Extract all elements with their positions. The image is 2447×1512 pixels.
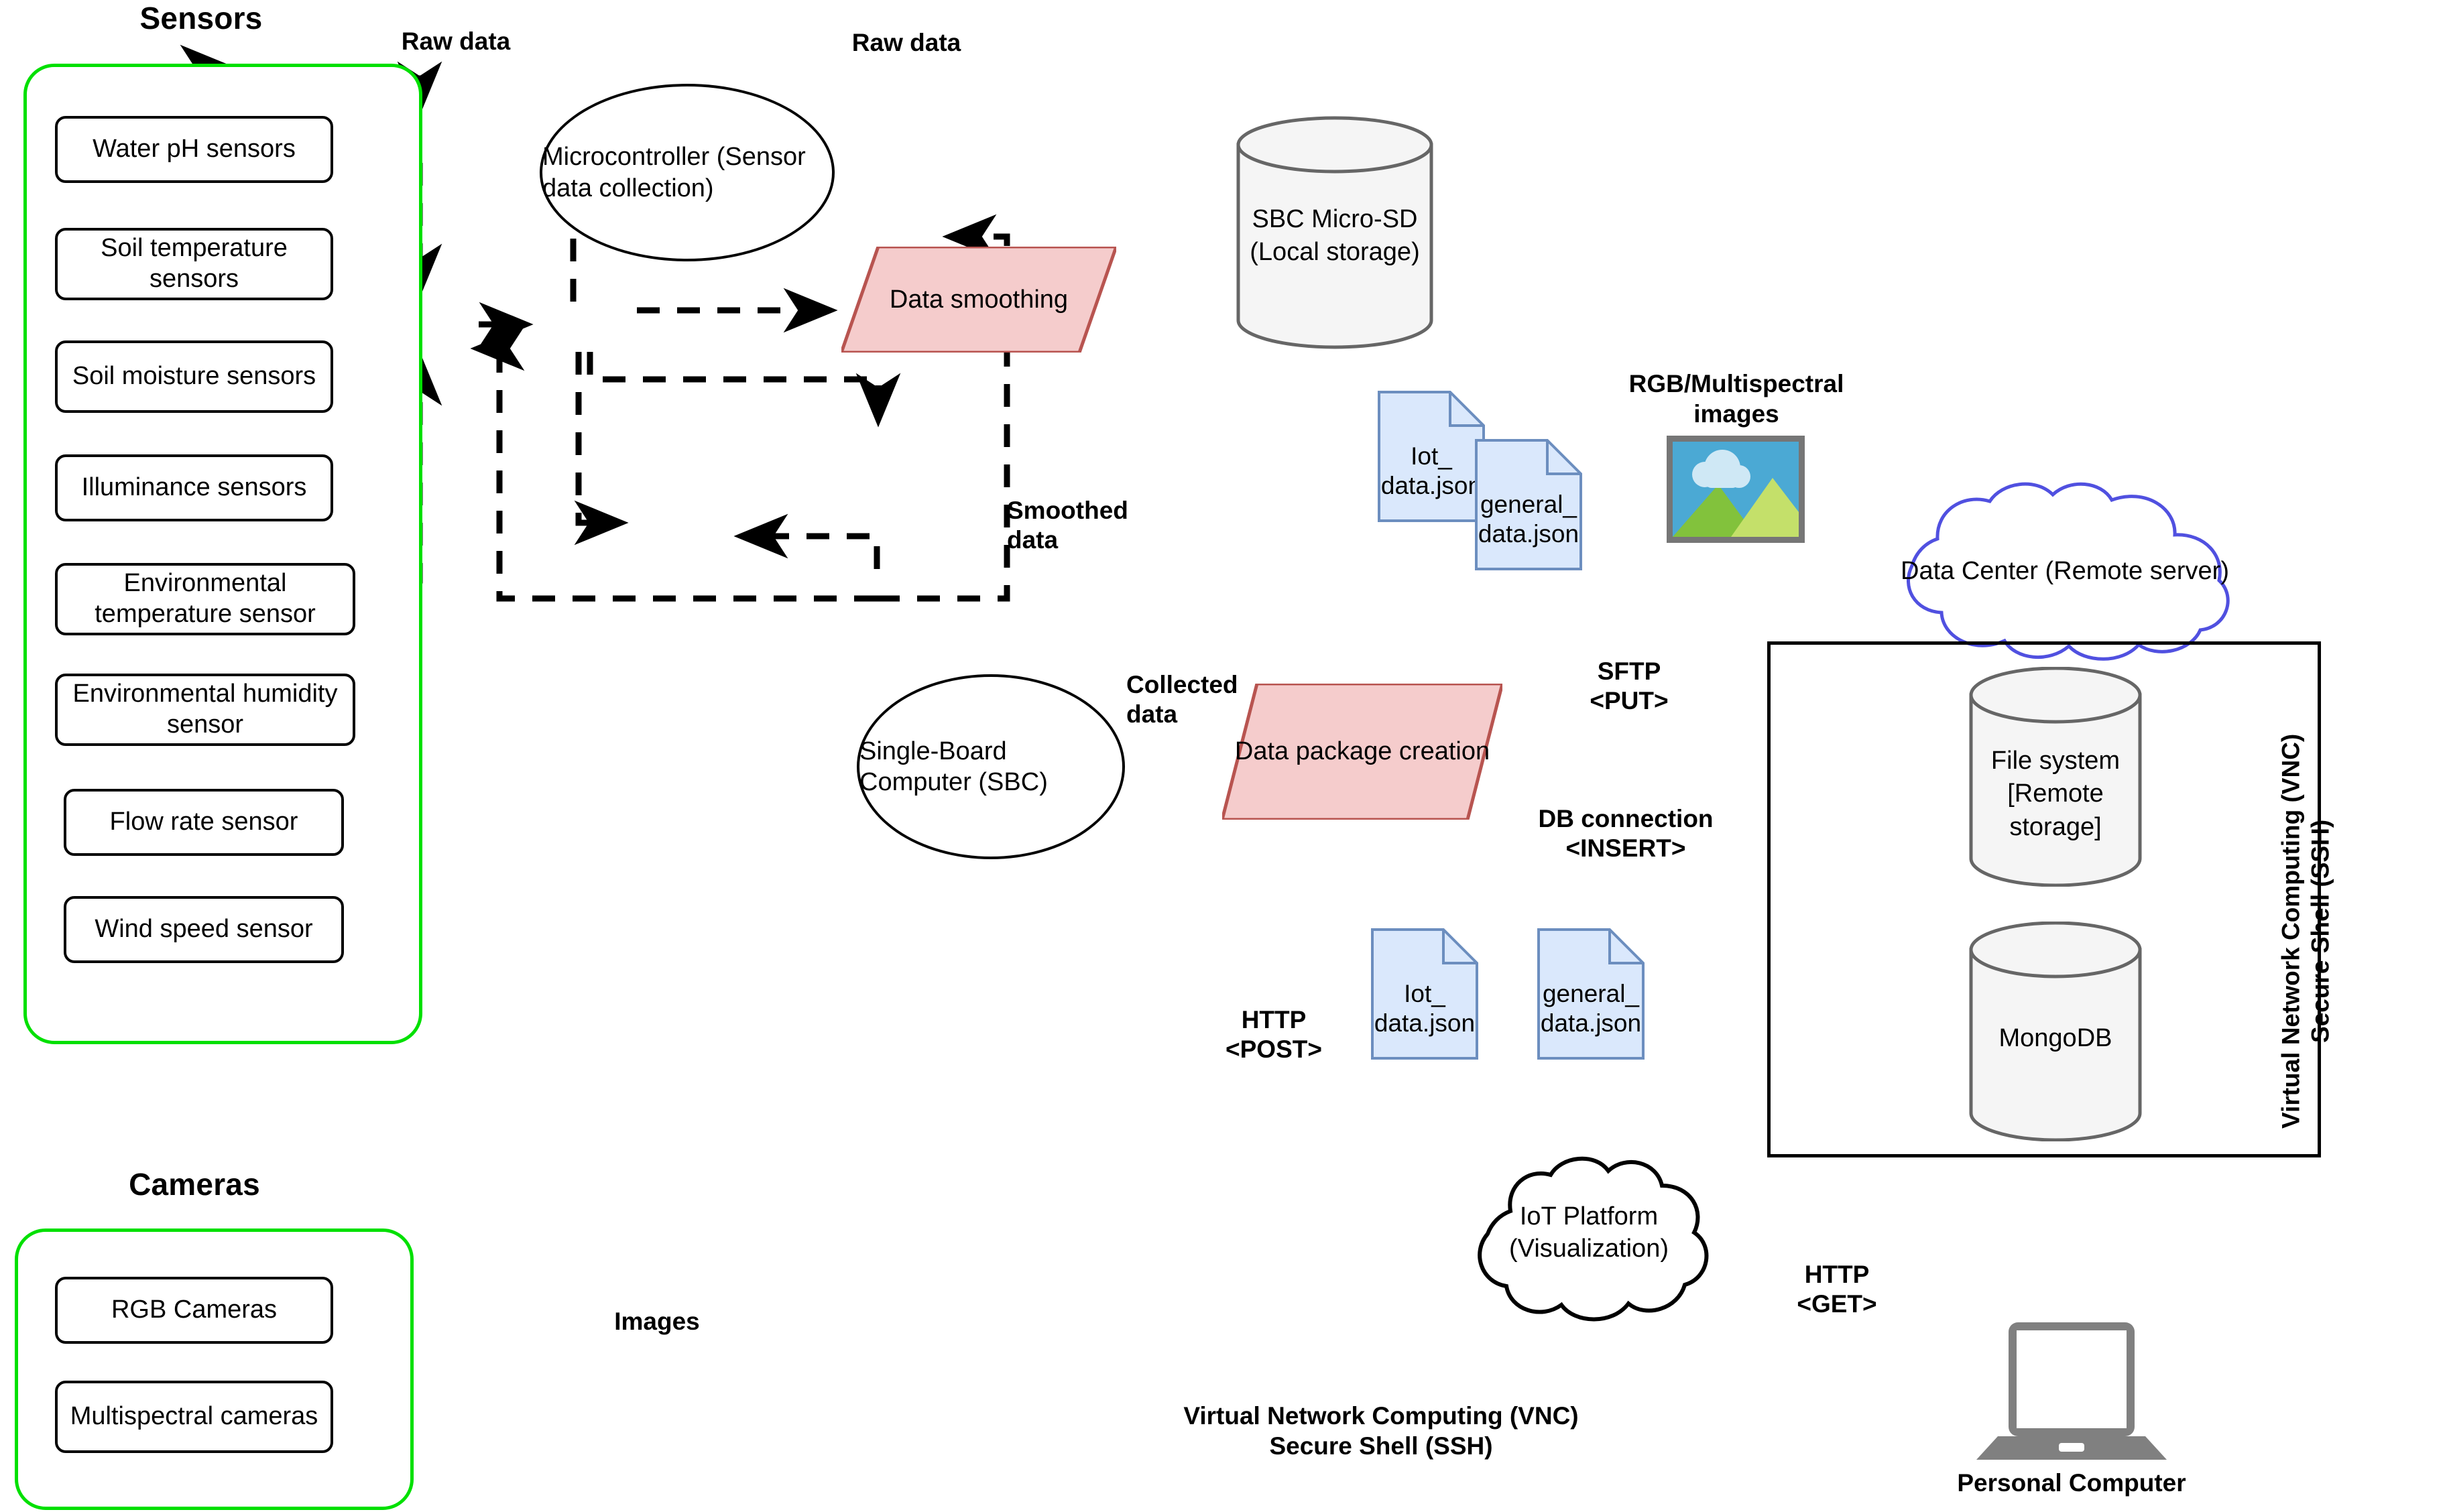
sensor-item-soil-temperature[interactable]: Soil temperature sensors: [55, 228, 333, 300]
sbc-node[interactable]: Single-Board Computer (SBC): [857, 674, 1125, 859]
edge-label-vnc-ssh-bottom: Virtual Network Computing (VNC) Secure S…: [1183, 1402, 1579, 1460]
data-smoothing-node[interactable]: Data smoothing: [841, 247, 1116, 353]
camera-item-label: RGB Cameras: [111, 1296, 278, 1324]
doc-iot-data-bottom[interactable]: Iot_ data.json: [1371, 928, 1478, 1060]
sensor-item-environmental-humidity[interactable]: Environmental humidity sensor: [55, 674, 355, 746]
doc-iot-data-top[interactable]: Iot_ data.json: [1378, 391, 1485, 522]
doc-label: general_ data.json: [1540, 979, 1642, 1037]
edge-label-images: Images: [614, 1308, 700, 1335]
sbc-microsd-node[interactable]: SBC Micro-SD (Local storage): [1236, 115, 1434, 350]
edge-label-raw-data-1: Raw data: [401, 27, 511, 55]
edge-pc-to-iot: [733, 513, 880, 569]
parallelogram-shape: [1222, 684, 1502, 820]
sensor-item-label: Soil temperature sensors: [101, 234, 288, 293]
doc-general-data-top[interactable]: general_ data.json: [1475, 439, 1582, 570]
iot-platform-node[interactable]: IoT Platform (Visualization): [1458, 1156, 1720, 1327]
json-file-icon: [1475, 439, 1582, 570]
sensor-item-label: Illuminance sensors: [81, 473, 307, 502]
edge-label-sftp-put: SFTP <PUT>: [1590, 657, 1669, 715]
camera-item-rgb[interactable]: RGB Cameras: [55, 1277, 333, 1344]
mongodb-label: MongoDB: [1998, 1024, 2112, 1053]
cloud-shape: [1478, 1156, 1709, 1322]
mongodb-node[interactable]: MongoDB: [1968, 922, 2143, 1141]
microcontroller-label: Microcontroller (Sensor data collection): [542, 143, 806, 202]
sensor-item-label: Soil moisture sensors: [72, 362, 316, 391]
doc-label: Iot_ data.json: [1374, 979, 1476, 1037]
sensor-item-wind-speed[interactable]: Wind speed sensor: [64, 896, 344, 963]
cylinder-shape: [1236, 116, 1433, 349]
sensor-item-label: Flow rate sensor: [109, 808, 298, 836]
json-file-icon: [1537, 928, 1645, 1060]
rgb-multispectral-caption: RGB/Multispectral images: [1628, 370, 1844, 428]
sensor-item-soil-moisture[interactable]: Soil moisture sensors: [55, 340, 333, 413]
sensors-group-title: Sensors: [139, 1, 263, 36]
sensor-item-illuminance[interactable]: Illuminance sensors: [55, 454, 333, 521]
camera-item-multispectral[interactable]: Multispectral cameras: [55, 1381, 333, 1453]
cylinder-shape: [1969, 922, 2142, 1141]
sensor-item-label: Water pH sensors: [93, 135, 296, 164]
microcontroller-node[interactable]: Microcontroller (Sensor data collection): [540, 84, 835, 261]
image-thumbnail-icon: [1667, 436, 1805, 543]
edge-label-vnc-ssh-right: Virtual Network Computing (VNC) Secure S…: [2277, 733, 2334, 1129]
camera-item-label: Multispectral cameras: [70, 1402, 318, 1431]
edge-label-collected-data: Collected data: [1126, 671, 1238, 729]
file-system-node[interactable]: File system [Remote storage]: [1968, 667, 2143, 887]
doc-general-data-bottom[interactable]: general_ data.json: [1537, 928, 1645, 1060]
cylinder-shape: [1969, 667, 2142, 887]
personal-computer-caption: Personal Computer: [1957, 1469, 2186, 1497]
edge-label-http-post: HTTP <POST>: [1226, 1006, 1322, 1064]
cameras-group-box: [15, 1228, 414, 1510]
sensor-item-label: Wind speed sensor: [95, 915, 313, 944]
data-smoothing-label: Data smoothing: [889, 285, 1069, 314]
sbc-label: Single-Board Computer (SBC): [859, 737, 1048, 796]
data-package-creation-node[interactable]: Data package creation: [1222, 684, 1502, 820]
laptop-icon: [1976, 1322, 2167, 1460]
data-center-frame: [1767, 641, 2321, 1157]
sensor-item-label: Environmental humidity sensor: [72, 680, 338, 739]
sbc-microsd-label: SBC Micro-SD (Local storage): [1250, 204, 1420, 266]
personal-computer-node[interactable]: [1971, 1322, 2172, 1463]
data-package-creation-label: Data package creation: [1234, 737, 1490, 766]
sensor-item-label: Environmental temperature sensor: [95, 569, 316, 628]
file-system-label: File system [Remote storage]: [1990, 746, 2121, 841]
data-center-label: Data Center (Remote server): [1901, 557, 2229, 586]
sensor-item-water-ph[interactable]: Water pH sensors: [55, 116, 333, 183]
cloud-shape: [1907, 482, 2230, 661]
iot-platform-label: IoT Platform (Visualization): [1509, 1202, 1669, 1263]
sensors-group-box: [23, 64, 422, 1044]
sensor-item-environmental-temperature[interactable]: Environmental temperature sensor: [55, 563, 355, 635]
edge-package-to-mongodb: [587, 352, 901, 428]
edge-datacenter-to-sbc: [470, 326, 877, 602]
edge-package-to-iot: [574, 352, 629, 546]
sensor-item-flow-rate[interactable]: Flow rate sensor: [64, 789, 344, 856]
picture-icon: [1667, 436, 1805, 543]
doc-label: Iot_ data.json: [1380, 442, 1482, 499]
edge-label-smoothed-data: Smoothed data: [1007, 497, 1128, 554]
edge-label-http-get: HTTP <GET>: [1797, 1261, 1877, 1318]
parallelogram-shape: [841, 247, 1116, 353]
data-center-node[interactable]: Data Center (Remote server): [1857, 481, 2273, 662]
json-file-icon: [1371, 928, 1478, 1060]
edge-label-db-connection-insert: DB connection <INSERT>: [1538, 805, 1714, 863]
cameras-group-title: Cameras: [129, 1167, 260, 1202]
doc-label: general_ data.json: [1478, 490, 1579, 548]
edge-label-raw-data-2: Raw data: [851, 29, 961, 56]
